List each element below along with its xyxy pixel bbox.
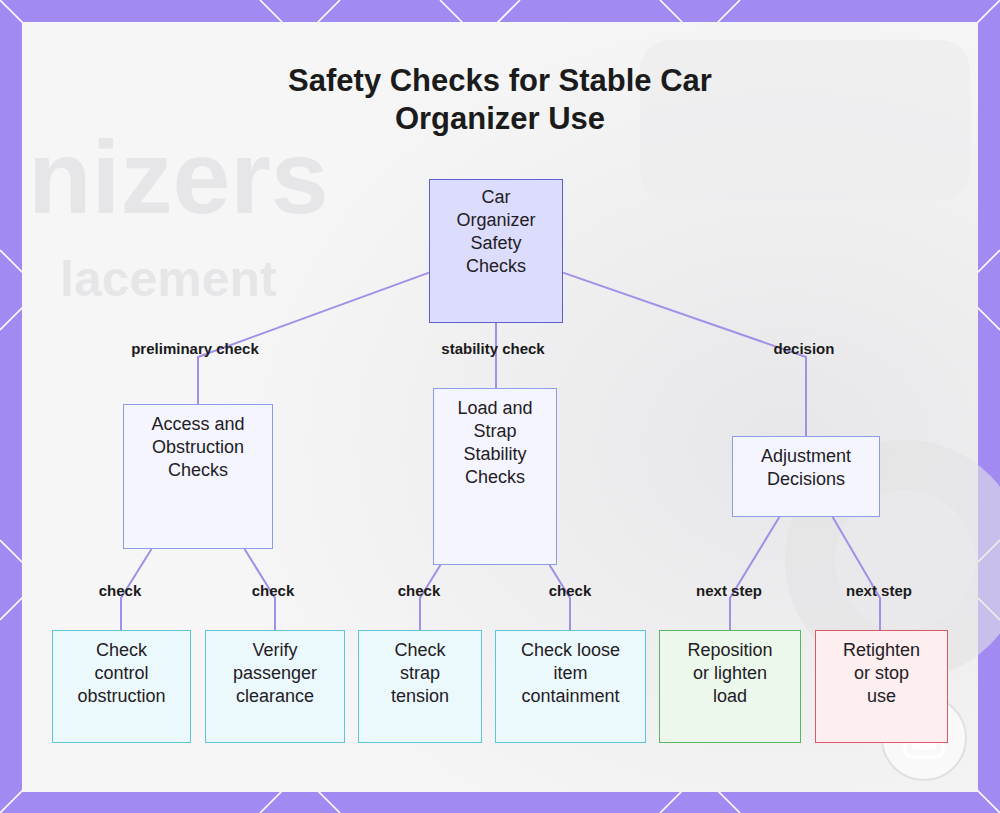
process-box: Check loose item containment [495,630,646,743]
process-box: Adjustment Decisions [732,436,880,517]
process-box: Retighten or stop use [815,630,948,743]
box-label: Check loose item containment [506,639,635,708]
box-label: Verify passenger clearance [214,639,336,708]
box-label: Load and Strap Stability Checks [444,397,546,489]
edge-label: check [252,582,295,599]
process-box: Verify passenger clearance [205,630,345,743]
box-label: Check control obstruction [69,639,174,708]
edge-label: next step [696,582,762,599]
connector-line [833,517,880,630]
edge-label: decision [774,340,835,357]
connector-line [563,273,806,436]
diagram-title: Safety Checks for Stable Car Organizer U… [250,62,750,138]
edge-label: check [398,582,441,599]
process-box: Access and Obstruction Checks [123,404,273,549]
edge-label: check [99,582,142,599]
process-box: Car Organizer Safety Checks [429,179,563,323]
process-box: Check strap tension [358,630,482,743]
edge-label: stability check [441,340,544,357]
edge-label: next step [846,582,912,599]
watermark-text: lacement [60,250,277,308]
box-label: Car Organizer Safety Checks [444,186,548,278]
box-label: Reposition or lighten load [680,639,780,708]
process-box: Check control obstruction [52,630,191,743]
process-box: Load and Strap Stability Checks [433,388,557,565]
box-label: Retighten or stop use [840,639,923,708]
edge-label: preliminary check [131,340,259,357]
content-panel [22,22,978,792]
connector-line [730,517,779,630]
process-box: Reposition or lighten load [659,630,801,743]
box-label: Access and Obstruction Checks [134,413,262,482]
box-label: Adjustment Decisions [743,445,869,491]
watermark-text: nizers [28,118,329,237]
box-label: Check strap tension [375,639,465,708]
edge-label: check [549,582,592,599]
